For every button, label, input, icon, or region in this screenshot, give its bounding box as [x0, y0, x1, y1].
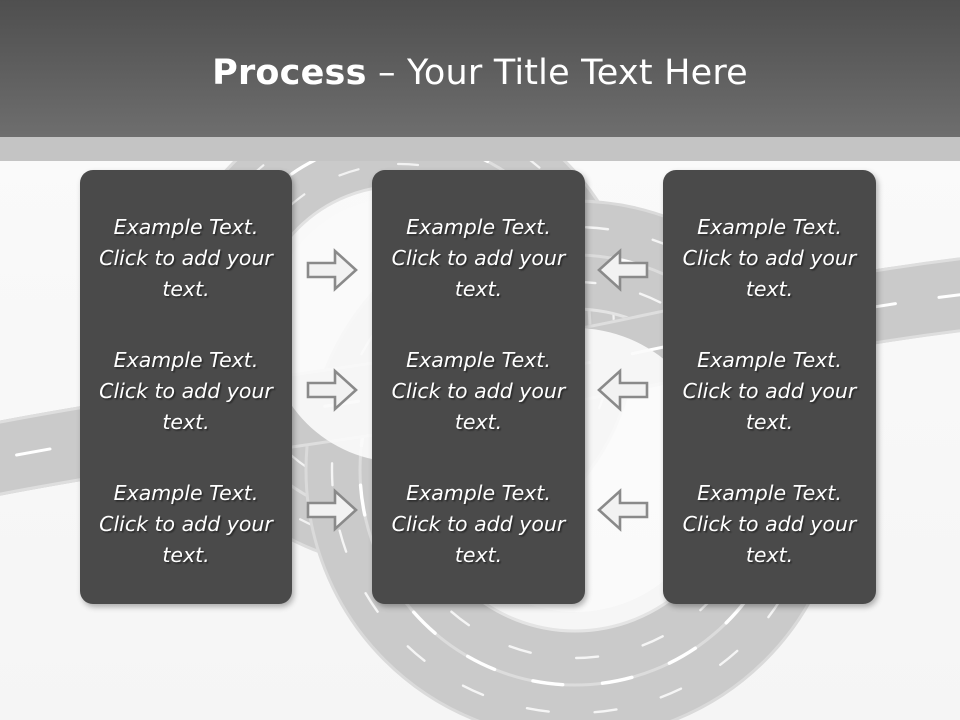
text-block[interactable]: Example Text. Click to add your text. [99, 215, 273, 301]
text-block[interactable]: Example Text. Click to add your text. [99, 481, 273, 567]
text-block[interactable]: Example Text. Click to add your text. [391, 481, 566, 567]
header-band [0, 0, 960, 137]
page-title: Process – Your Title Text Here [0, 52, 960, 94]
left-column-box[interactable]: Example Text. Click to add your text. Ex… [80, 170, 292, 604]
header-accent-strip [0, 137, 960, 161]
text-block[interactable]: Example Text. Click to add your text. [682, 215, 857, 301]
text-block[interactable]: Example Text. Click to add your text. [391, 348, 566, 434]
arrow-right-icon[interactable] [305, 486, 359, 534]
text-block[interactable]: Example Text. Click to add your text. [391, 215, 566, 301]
text-block[interactable]: Example Text. Click to add your text. [682, 481, 857, 567]
text-block[interactable]: Example Text. Click to add your text. [99, 348, 273, 434]
page-title-rest: – Your Title Text Here [366, 53, 748, 93]
arrow-left-icon[interactable] [596, 486, 650, 534]
text-block[interactable]: Example Text. Click to add your text. [682, 348, 857, 434]
arrow-right-icon[interactable] [305, 366, 359, 414]
arrow-left-icon[interactable] [596, 246, 650, 294]
middle-column-box[interactable]: Example Text. Click to add your text. Ex… [372, 170, 585, 604]
arrow-left-icon[interactable] [596, 366, 650, 414]
page-title-bold: Process [212, 53, 367, 93]
arrow-right-icon[interactable] [305, 246, 359, 294]
right-column-box[interactable]: Example Text. Click to add your text. Ex… [663, 170, 876, 604]
